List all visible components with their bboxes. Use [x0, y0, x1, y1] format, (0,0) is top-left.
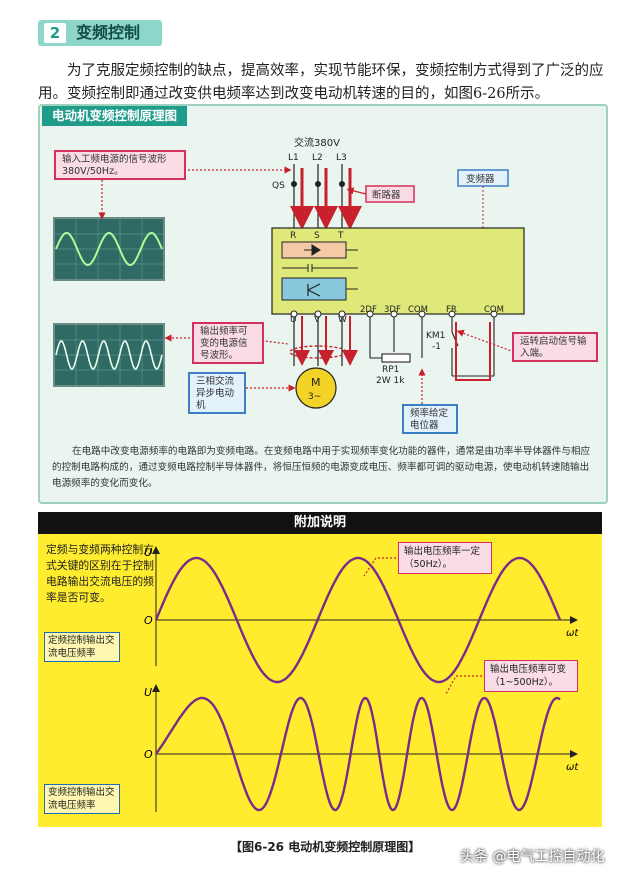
terminal-r: R — [290, 231, 296, 241]
pot-callout: 频率给定电位器 — [402, 404, 458, 434]
fixed-t-label: ωt — [566, 628, 579, 639]
rp-label: RP1 — [382, 365, 399, 375]
terminal-t: T — [337, 231, 344, 241]
output-highlight-ellipse — [289, 345, 347, 359]
variable-frequency-label: 变频控制输出交流电压频率 — [44, 784, 120, 814]
phase-l1: L1 — [288, 153, 299, 163]
output-waveform — [55, 340, 163, 370]
input-waveform — [55, 231, 163, 267]
km-current-loop — [455, 322, 491, 381]
km-sub: -1 — [432, 342, 441, 352]
terminal-fr: FR — [446, 305, 457, 315]
motor-sub: 3~ — [308, 392, 321, 402]
potentiometer — [369, 317, 423, 363]
input-scope — [53, 217, 165, 281]
qs-label: QS — [272, 181, 285, 191]
diagram-title: 电动机变频控制原理图 — [42, 106, 188, 126]
terminal-u: U — [290, 315, 297, 325]
variable-frequency-wave — [155, 696, 561, 812]
watermark: 头条 @电气工控自动化 — [460, 849, 605, 865]
motor-wires — [293, 317, 343, 366]
fixed-frequency-label: 定频控制输出交流电压频率 — [44, 632, 120, 662]
phase-l3: L3 — [336, 153, 347, 163]
section-number: 2 — [44, 23, 66, 43]
fixed-origin-label: O — [144, 614, 153, 627]
diode-icon — [304, 244, 321, 256]
circuit-diagram: 交流380V L1 L2 L3 QS 断路器 R S T 变频器 — [53, 136, 525, 416]
waveform-comparison: U O ωt U O ωt — [144, 546, 579, 812]
transistor-icon — [307, 283, 321, 297]
rp-spec: 2W 1k — [376, 376, 405, 386]
breaker-label: 断路器 — [372, 189, 401, 201]
km-contact — [451, 317, 495, 377]
fixed-u-label: U — [144, 546, 152, 559]
supply-label: 交流380V — [294, 136, 340, 149]
igbt-block — [281, 277, 347, 301]
intro-paragraph: 为了克服定频控制的缺点，提高效率，实现节能环保，变频控制方式得到了广泛的应用。变… — [38, 63, 604, 102]
output-signal-callout: 输出频率可变的电源信号波形。 — [192, 322, 264, 364]
inverter-label: 变频器 — [466, 173, 495, 185]
additional-explanation: 定频与变频两种控制方式关键的区别在于控制电路输出交流电压的频率是否可变。 — [46, 543, 154, 604]
variable-t-label: ωt — [566, 762, 579, 773]
section-title: 变频控制 — [76, 23, 141, 42]
terminal-com2: COM — [484, 305, 504, 315]
variable-u-label: U — [144, 686, 152, 699]
km-label: KM1 — [426, 331, 445, 341]
output-current-arrows — [294, 316, 358, 366]
motor-label: M — [311, 376, 321, 389]
inverter-box — [271, 227, 525, 315]
diagram-note: 在电路中改变电源频率的电路即为变频电路。在变频电路中用于实现频率变化功能的器件，… — [52, 446, 591, 489]
output-scope — [53, 323, 165, 387]
phase-l2: L2 — [312, 153, 323, 163]
input-current-arrows — [290, 168, 362, 230]
variable-frequency-callout: 输出电压频率可变（1~500Hz）。 — [484, 660, 578, 692]
input-signal-callout: 输入工频电源的信号波形380V/50Hz。 — [54, 150, 186, 180]
variable-origin-label: O — [144, 748, 153, 761]
fixed-frequency-wave — [154, 556, 562, 684]
terminal-com1: COM — [408, 305, 428, 315]
terminal-2df: 2DF — [360, 305, 377, 315]
terminal-3df: 3DF — [384, 305, 401, 315]
terminal-s: S — [314, 231, 320, 241]
breaker-contacts — [291, 181, 345, 187]
figure-caption: 【图6-26 电动机变频控制原理图】 — [230, 840, 421, 854]
fixed-frequency-callout: 输出电压频率一定（50Hz）。 — [398, 542, 492, 574]
start-signal-callout: 运转启动信号输入端。 — [512, 332, 598, 362]
motor-symbol — [295, 367, 337, 409]
motor-callout: 三相交流异步电动机 — [188, 372, 246, 414]
additional-header: 附加说明 — [38, 512, 602, 534]
